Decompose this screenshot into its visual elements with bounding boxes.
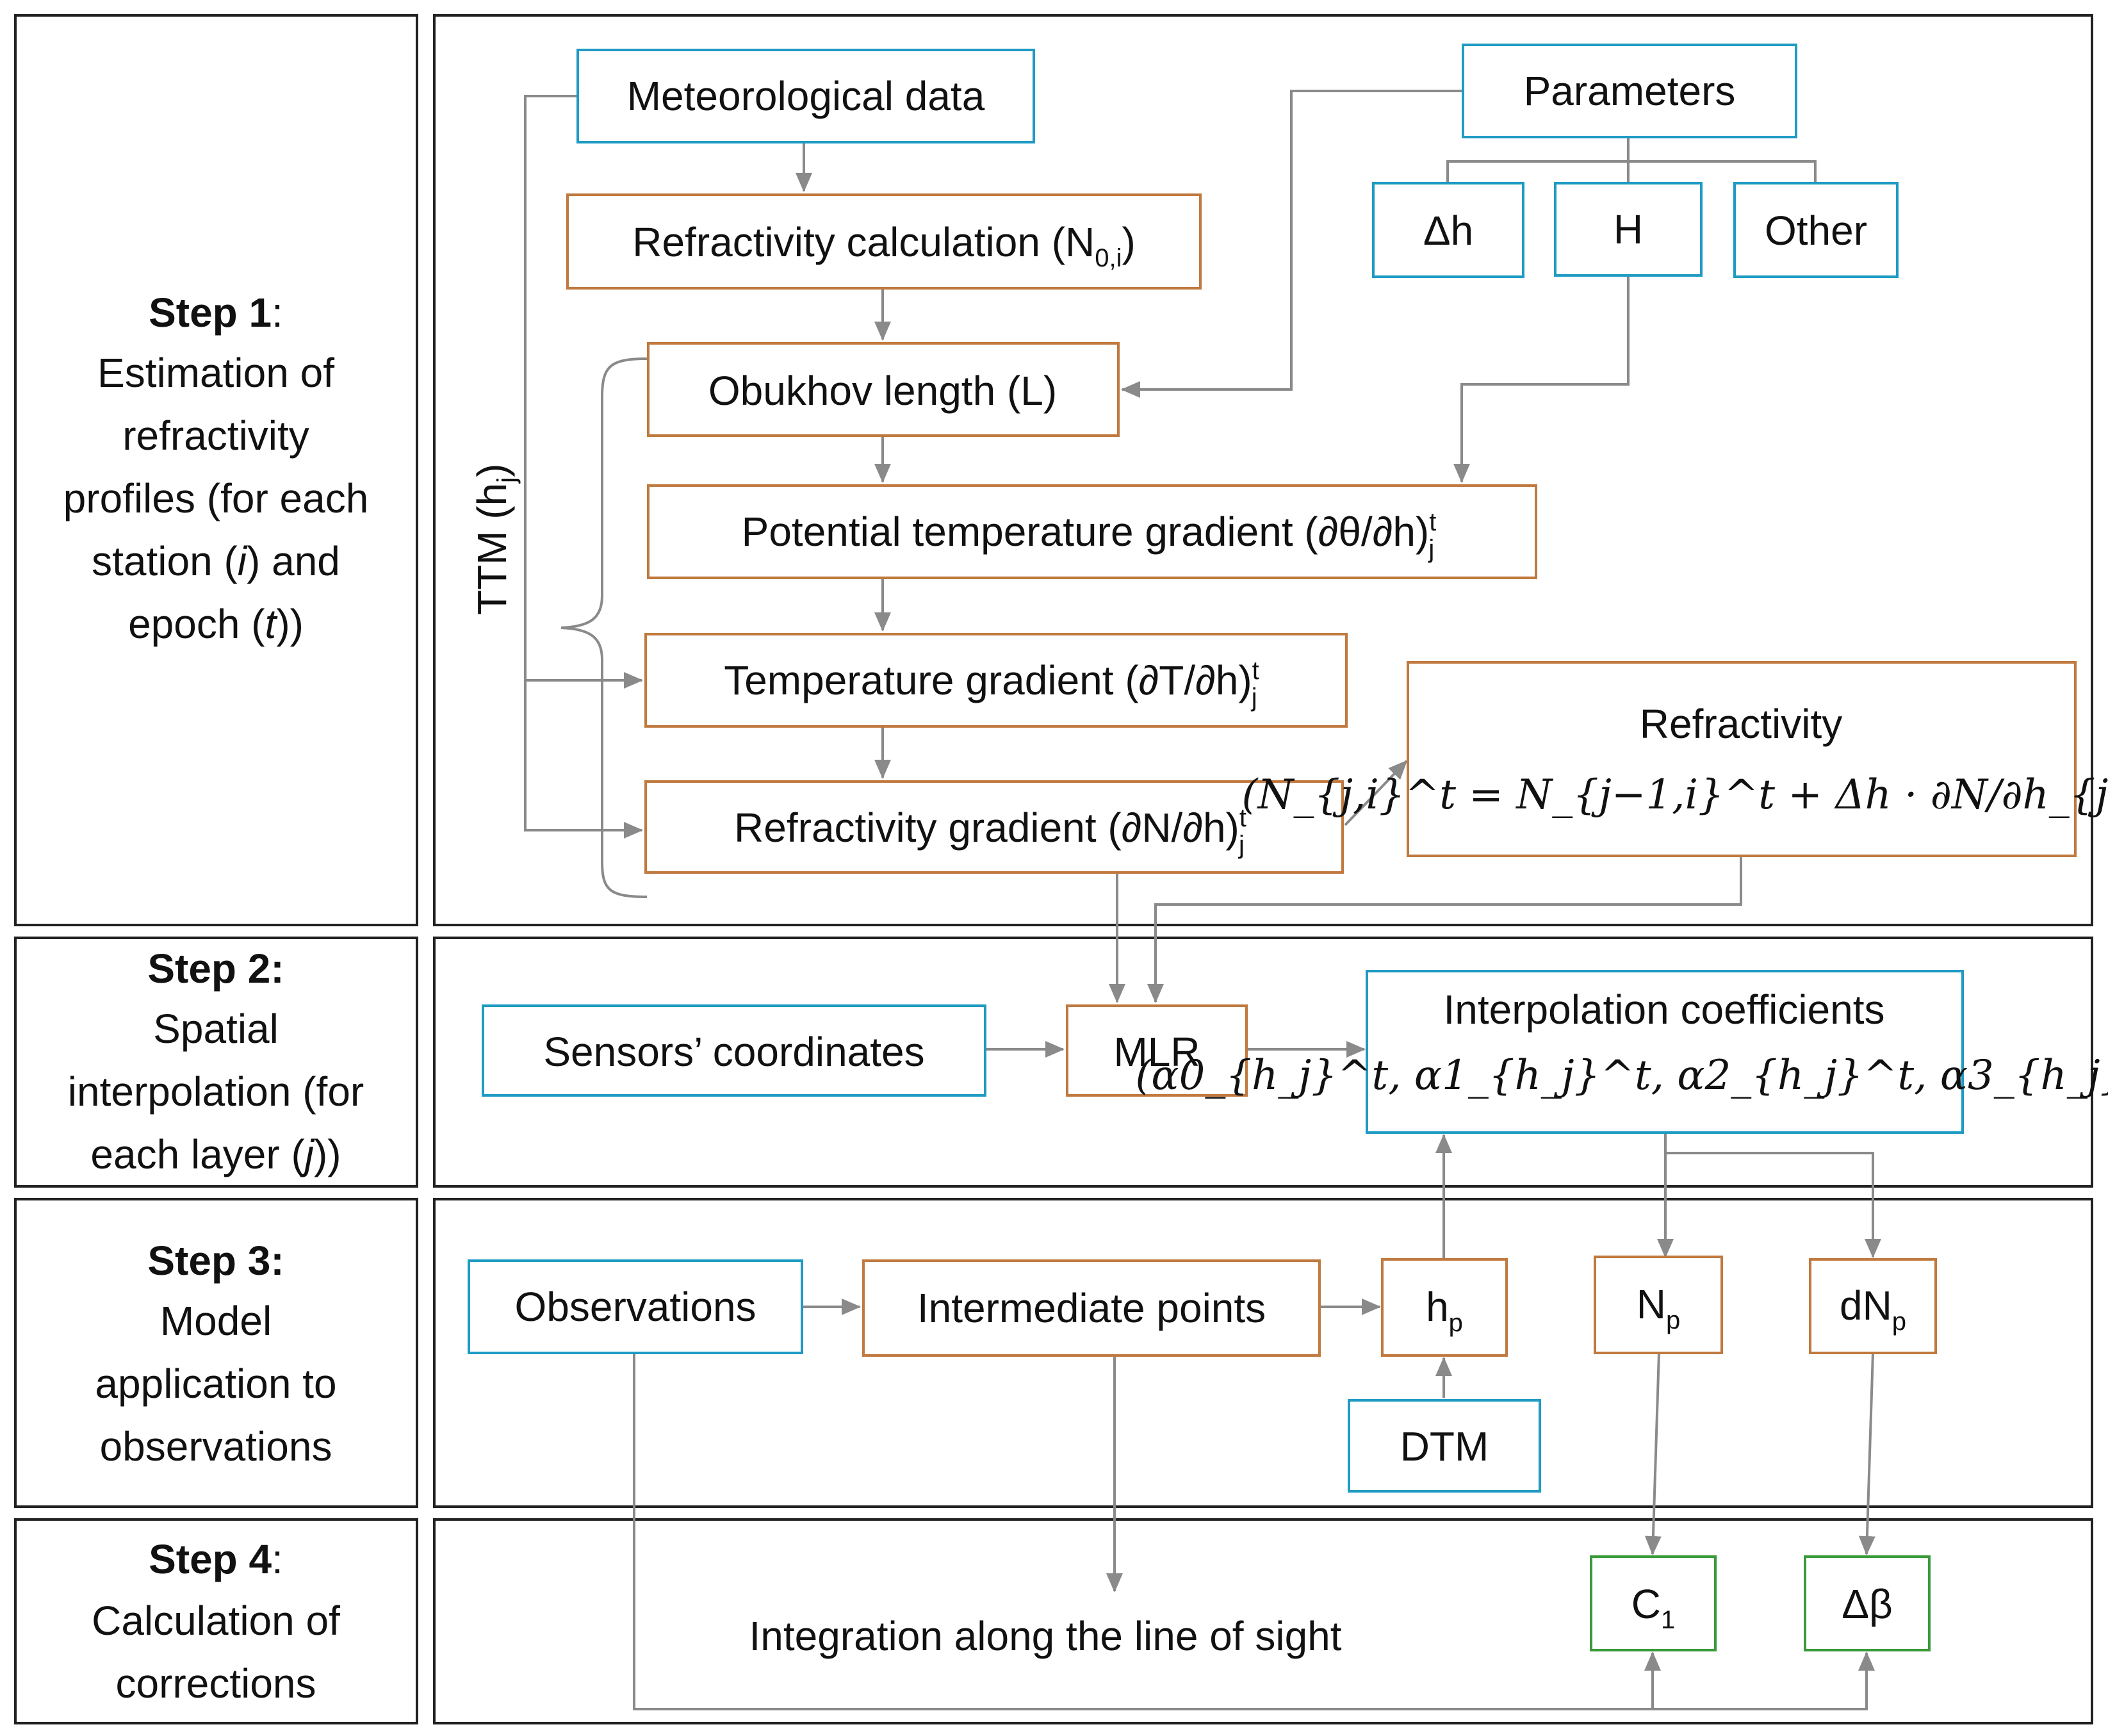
node-parameters: Parameters — [1462, 44, 1797, 138]
node-sensors-coordinates: Sensors’ coordinates — [482, 1004, 986, 1097]
obukhov-brace — [560, 357, 648, 898]
step2-label: Step 2: Spatial interpolation (for each … — [68, 946, 364, 1177]
step1-line5: epoch (t)) — [128, 601, 304, 647]
ttm-label: TTM (hj) — [469, 464, 521, 615]
step4-line1: Calculation of — [92, 1598, 340, 1644]
ttm-line — [524, 95, 643, 839]
svg-text:C1: C1 — [1631, 1581, 1675, 1634]
arrow-H-to-potential — [1453, 275, 1630, 483]
arrow-parameters-to-obukhov — [1121, 90, 1463, 398]
step1-frame — [14, 14, 418, 926]
node-c1: C1 — [1590, 1555, 1717, 1651]
step2-line3: each layer (j)) — [90, 1131, 341, 1177]
arrow-dNp-to-dbeta — [1858, 1352, 1875, 1555]
arrow-refractivity-to-mlr — [1147, 856, 1742, 1003]
svg-text:Refractivity calculation (N0,i: Refractivity calculation (N0,i) — [632, 219, 1136, 272]
svg-text:MLR: MLR — [1113, 1029, 1200, 1075]
svg-text:Refractivity: Refractivity — [1640, 701, 1843, 747]
svg-text:Δβ: Δβ — [1842, 1581, 1893, 1627]
node-other: Other — [1733, 182, 1899, 278]
connectors — [524, 90, 1881, 1710]
node-dtm: DTM — [1348, 1399, 1541, 1493]
step2-line1: Spatial — [153, 1006, 279, 1052]
svg-text:Sensors’ coordinates: Sensors’ coordinates — [543, 1029, 924, 1075]
node-obukhov-length: Obukhov length (L) — [647, 342, 1120, 437]
svg-text:Δh: Δh — [1423, 208, 1473, 254]
svg-text:Step 1:: Step 1: — [149, 290, 283, 336]
svg-text:Temperature gradient (∂T/∂h)tj: Temperature gradient (∂T/∂h)tj — [724, 657, 1259, 712]
node-H: H — [1554, 182, 1703, 277]
svg-text:Potential temperature gradient: Potential temperature gradient (∂θ/∂h)tj — [742, 508, 1437, 563]
integration-label: Integration along the line of sight — [749, 1613, 1341, 1659]
node-refractivity-calculation: Refractivity calculation (N0,i) — [566, 193, 1202, 290]
step1-line2: refractivity — [122, 413, 309, 459]
step1-line3: profiles (for each — [63, 475, 369, 521]
svg-text:Np: Np — [1637, 1281, 1680, 1334]
arrow-obs-to-C1 — [633, 1353, 1661, 1710]
arrow-Np-to-C1 — [1644, 1352, 1662, 1555]
node-delta-beta: Δβ — [1804, 1555, 1931, 1651]
svg-text:Intermediate points: Intermediate points — [917, 1285, 1266, 1331]
svg-text:Refractivity gradient (∂N/∂h)t: Refractivity gradient (∂N/∂h)tj — [734, 804, 1246, 859]
step3-frame — [14, 1198, 418, 1508]
arrow-obs-to-dbeta — [1653, 1651, 1875, 1710]
node-observations: Observations — [468, 1259, 803, 1354]
svg-text:hp: hp — [1426, 1284, 1463, 1337]
arrow-interp-to-dNp — [1665, 1152, 1881, 1258]
arrow-refrgrad-to-refractivity — [1344, 760, 1408, 826]
step3-line2: application to — [95, 1361, 336, 1407]
param-tree-bar — [1446, 160, 1817, 182]
step1-label: Step 1: Estimation of refractivity profi… — [63, 290, 369, 647]
node-refractivity: Refractivity (N_{j,i}^t = N_{j−1,i}^t + … — [1242, 661, 2108, 857]
step2-frame — [14, 937, 418, 1188]
step3-line3: observations — [100, 1423, 332, 1470]
node-intermediate-points: Intermediate points — [862, 1259, 1321, 1357]
step3-label: Step 3: Model application to observation… — [95, 1238, 336, 1470]
svg-text:Observations: Observations — [514, 1284, 756, 1330]
step3-line1: Model — [160, 1298, 272, 1344]
node-delta-h: Δh — [1372, 182, 1524, 278]
svg-text:Step 2:: Step 2: — [147, 946, 284, 992]
step4-label: Step 4: Calculation of corrections — [92, 1536, 340, 1707]
step4-frame — [14, 1518, 418, 1724]
step4-line2: corrections — [116, 1660, 316, 1707]
svg-text:Other: Other — [1765, 208, 1867, 254]
node-interpolation-coefficients: Interpolation coefficients (α0_{h_j}^t, … — [1135, 970, 2108, 1134]
svg-text:Meteorological data: Meteorological data — [627, 73, 985, 119]
step2-line2: interpolation (for — [68, 1069, 364, 1115]
svg-text:Interpolation coefficients: Interpolation coefficients — [1443, 987, 1884, 1033]
svg-text:dNp: dNp — [1840, 1282, 1906, 1336]
svg-text:Obukhov length (L): Obukhov length (L) — [708, 368, 1057, 414]
refractivity-formula: (N_{j,i}^t = N_{j−1,i}^t + Δh · ∂N/∂h_{j… — [1242, 771, 2108, 819]
svg-text:DTM: DTM — [1400, 1423, 1489, 1470]
step1-line4: station (i) and — [92, 538, 340, 584]
svg-text:H: H — [1614, 206, 1643, 252]
svg-text:Step 3:: Step 3: — [147, 1238, 284, 1284]
step1-line1: Estimation of — [97, 350, 334, 396]
interpolation-formula: (α0_{h_j}^t, α1_{h_j}^t, α2_{h_j}^t, α3_… — [1135, 1052, 2108, 1099]
node-dNp: dNp — [1809, 1258, 1937, 1354]
node-mlr: MLR — [1066, 1004, 1248, 1097]
svg-text:Step 4:: Step 4: — [149, 1536, 283, 1582]
node-Np: Np — [1594, 1256, 1723, 1354]
node-hp: hp — [1381, 1258, 1508, 1357]
node-meteorological-data: Meteorological data — [576, 49, 1035, 143]
svg-text:Parameters: Parameters — [1524, 68, 1736, 114]
